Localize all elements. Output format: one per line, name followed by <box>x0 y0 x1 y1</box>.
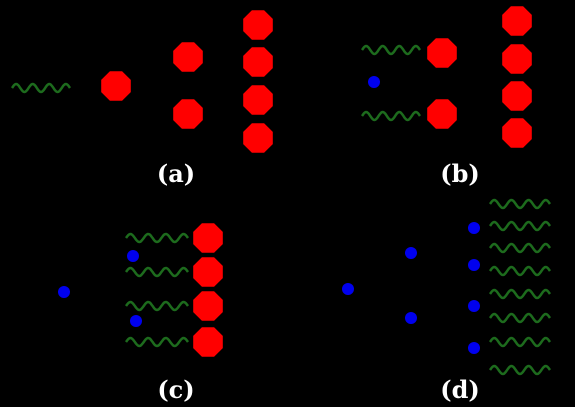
wave <box>124 336 190 348</box>
panel-c <box>58 223 223 357</box>
blue-particle <box>368 76 380 88</box>
panel-b-label: (b) <box>440 159 480 188</box>
blue-particle <box>468 222 480 234</box>
wave <box>488 336 552 348</box>
red-particle <box>243 85 273 115</box>
wave <box>124 300 190 312</box>
red-particle <box>502 118 532 148</box>
red-particle <box>502 81 532 111</box>
panel-d <box>342 198 552 376</box>
wave <box>488 198 552 210</box>
wave <box>488 288 552 300</box>
blue-particle <box>468 259 480 271</box>
wave <box>488 312 552 324</box>
blue-particle <box>342 283 354 295</box>
wave <box>488 265 552 277</box>
red-particle <box>173 99 203 129</box>
blue-particle <box>468 300 480 312</box>
panel-a <box>10 10 273 153</box>
red-particle <box>502 44 532 74</box>
wave <box>124 232 190 244</box>
wave <box>488 242 552 254</box>
scattered-wave <box>360 44 422 56</box>
panel-d-label: (d) <box>440 375 480 404</box>
red-particle <box>193 291 223 321</box>
red-particle <box>243 123 273 153</box>
blue-particle <box>405 312 417 324</box>
red-particle <box>502 6 532 36</box>
wave <box>488 364 552 376</box>
blue-particle <box>130 315 142 327</box>
blue-particle <box>58 286 70 298</box>
red-particle <box>193 257 223 287</box>
red-particle <box>193 327 223 357</box>
scattered-wave <box>360 110 422 122</box>
red-particle <box>427 38 457 68</box>
red-particle <box>193 223 223 253</box>
blue-particle <box>468 342 480 354</box>
red-particle <box>427 99 457 129</box>
wave <box>124 266 190 278</box>
red-particle <box>173 42 203 72</box>
blue-particle <box>405 247 417 259</box>
panel-a-label: (a) <box>157 159 195 188</box>
red-particle <box>101 71 131 101</box>
wave <box>488 220 552 232</box>
blue-particle <box>127 250 139 262</box>
red-particle <box>243 47 273 77</box>
red-particle <box>243 10 273 40</box>
panel-c-label: (c) <box>157 375 194 404</box>
incoming-wave <box>10 82 72 94</box>
panel-b <box>360 6 532 148</box>
